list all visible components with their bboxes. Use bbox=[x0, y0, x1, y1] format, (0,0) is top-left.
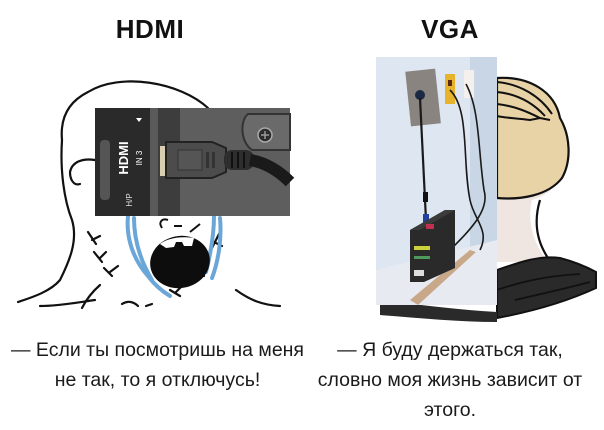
caption-vga: — Я буду держаться так, словно моя жизнь… bbox=[317, 339, 583, 421]
port-label-hdmi: HDMI bbox=[116, 141, 131, 174]
calm-chad-profile-illustration bbox=[380, 76, 597, 322]
panel-title-vga: VGA bbox=[421, 14, 479, 44]
hp-label: H/P bbox=[125, 193, 134, 206]
hdmi-port-photo: HDMI IN 3 H/P bbox=[95, 108, 295, 216]
panel-title-hdmi: HDMI bbox=[115, 14, 185, 44]
port-sub-label: IN 3 bbox=[135, 150, 144, 165]
vga-cable-photo bbox=[376, 57, 497, 305]
caption-hdmi: — Если ты посмотришь на меня не так, то … bbox=[11, 339, 304, 391]
open-mouth bbox=[150, 218, 210, 289]
